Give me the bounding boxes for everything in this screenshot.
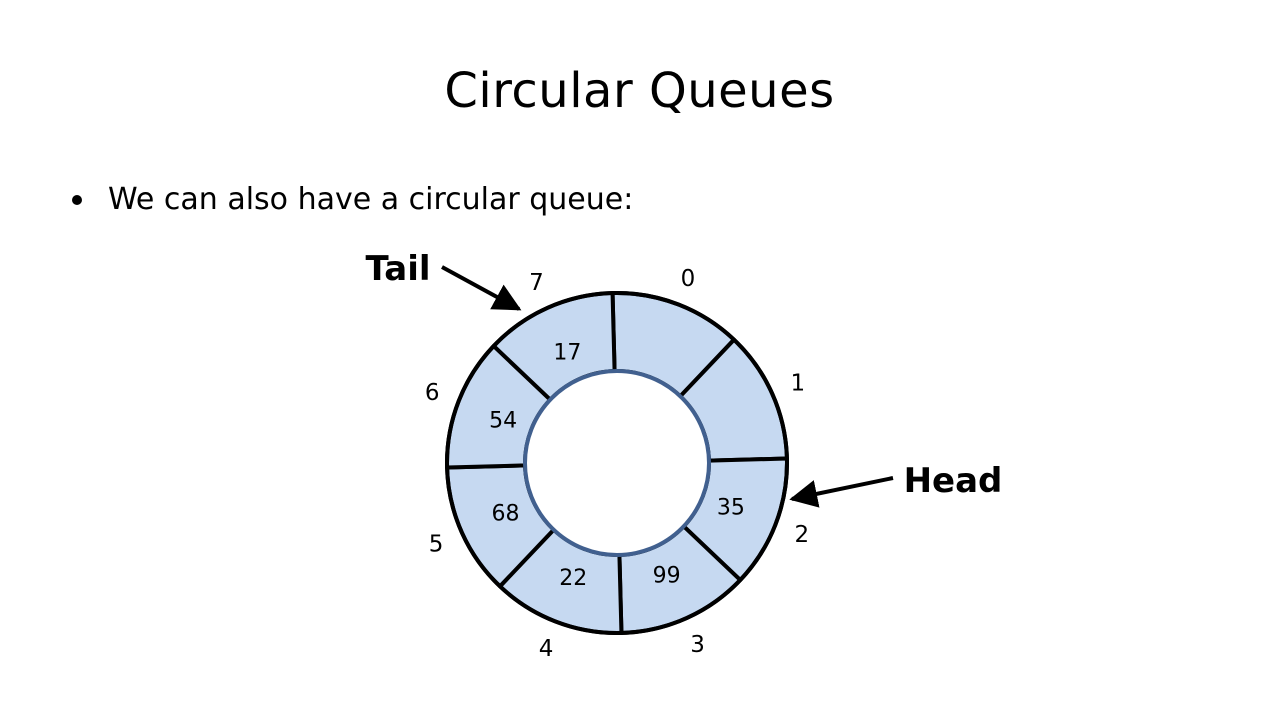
slot-value-4: 22 xyxy=(559,566,587,591)
queue-ring: 35 99 22 68 54 17 0 1 2 3 4 5 6 7 xyxy=(425,266,809,662)
bullet-dot-icon xyxy=(72,195,82,205)
slot-index-5: 5 xyxy=(429,532,444,558)
slot-index-4: 4 xyxy=(539,636,554,662)
slot-index-0: 0 xyxy=(681,266,696,292)
slide-title: Circular Queues xyxy=(444,63,835,119)
head-arrow xyxy=(789,476,894,508)
slot-value-6: 54 xyxy=(489,408,517,433)
slot-value-2: 35 xyxy=(717,496,745,521)
slot-index-6: 6 xyxy=(425,380,440,406)
slot-value-7: 17 xyxy=(553,341,581,366)
tail-label: Tail xyxy=(365,249,430,289)
slot-value-3: 99 xyxy=(653,563,681,588)
slot-index-2: 2 xyxy=(795,522,810,548)
slot-index-3: 3 xyxy=(690,632,705,658)
outer-ring-outline xyxy=(445,291,789,635)
slot-values: 35 99 22 68 54 17 xyxy=(489,341,745,591)
bullet-text: We can also have a circular queue: xyxy=(108,182,634,217)
inner-ring-outline xyxy=(523,369,711,557)
tail-arrow xyxy=(441,265,522,311)
bullet-item: We can also have a circular queue: xyxy=(72,178,633,222)
head-label: Head xyxy=(904,461,1003,501)
slot-index-7: 7 xyxy=(529,270,544,296)
slot-index-1: 1 xyxy=(791,370,806,396)
slot-indices: 0 1 2 3 4 5 6 7 xyxy=(425,266,809,662)
slot-value-5: 68 xyxy=(492,502,520,527)
